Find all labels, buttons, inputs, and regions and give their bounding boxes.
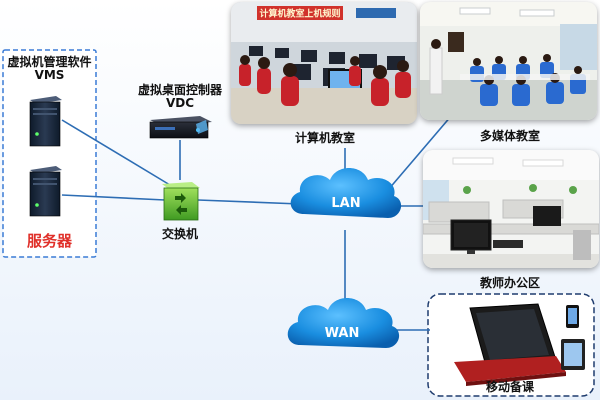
teacher-office-photo xyxy=(423,150,599,268)
multimedia-room-label: 多媒体教室 xyxy=(479,129,540,143)
link-server2-switch xyxy=(61,194,166,201)
server-icon xyxy=(29,96,62,147)
mobile-prep-label: 移动备课 xyxy=(485,380,534,394)
vdc-label-line1: 虚拟桌面控制器 xyxy=(137,83,222,97)
multimedia-room-photo xyxy=(420,2,597,120)
computer-room-label: 计算机教室 xyxy=(294,131,355,145)
link-lan-multimedia xyxy=(387,114,453,191)
link-server1-switch xyxy=(61,119,171,186)
wan-label: WAN xyxy=(324,326,360,341)
link-switch-lan xyxy=(197,199,301,205)
vms-title-line2: VMS xyxy=(34,68,65,82)
vms-box xyxy=(2,49,97,258)
servers-label: 服务器 xyxy=(26,232,72,250)
laptop-icon xyxy=(454,303,566,386)
lan-cloud xyxy=(290,168,402,218)
server-icon xyxy=(29,166,62,217)
switch-label: 交换机 xyxy=(161,227,198,241)
wan-cloud xyxy=(287,298,400,348)
tablet-icon xyxy=(561,339,585,370)
teacher-office-label: 教师办公区 xyxy=(479,276,540,290)
vms-title-line1: 虚拟机管理软件 xyxy=(7,55,92,69)
vdc-label-line2: VDC xyxy=(165,96,195,110)
lan-label: LAN xyxy=(331,196,361,211)
network-links xyxy=(61,114,453,331)
computer-room-banner: 计算机教室上机规则 xyxy=(259,8,340,20)
switch-icon xyxy=(162,182,200,221)
vdc-device-icon xyxy=(149,116,212,139)
phone-icon xyxy=(566,305,579,328)
computer-room-photo: 计算机教室上机规则 xyxy=(231,2,417,124)
